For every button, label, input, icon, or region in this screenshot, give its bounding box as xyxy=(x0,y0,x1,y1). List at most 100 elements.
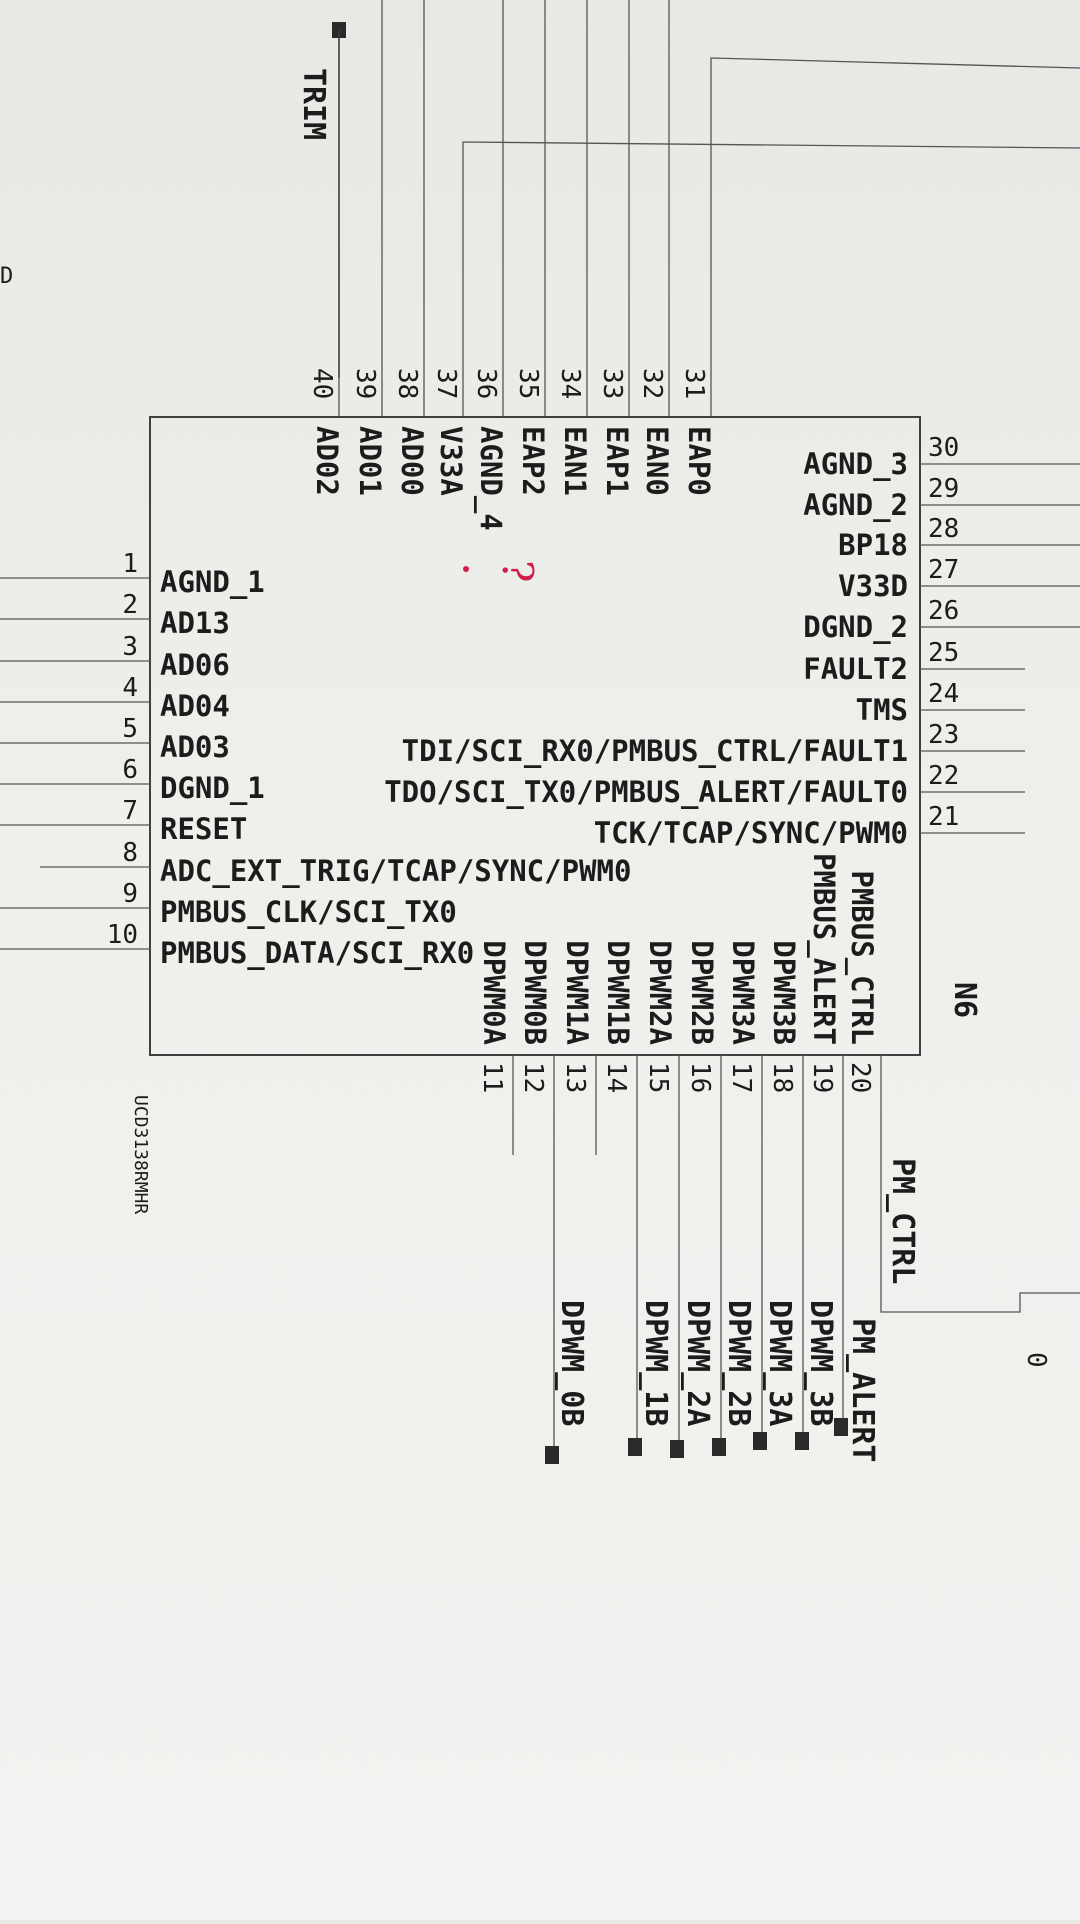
pin-4-name-ad04: AD04 xyxy=(160,689,230,723)
pin-17-name-dpwm3a: DPWM3A xyxy=(726,940,760,1045)
dpwm-2b-net-label: DPWM_2B xyxy=(721,1300,756,1426)
pin-39-name-ad01: AD01 xyxy=(353,426,387,496)
pin-15-name-dpwm2a: DPWM2A xyxy=(643,940,677,1045)
pin-13-number: 13 xyxy=(560,1062,590,1093)
pin-15-number: 15 xyxy=(643,1062,673,1093)
pm-alert-terminal xyxy=(834,1418,848,1436)
pin-23-number: 23 xyxy=(928,720,959,750)
pin-40-number: 40 xyxy=(307,368,337,399)
pin-32-number: 32 xyxy=(637,368,667,399)
pin-19-number: 19 xyxy=(807,1062,837,1093)
pin-22-name-tdo-sci-tx0-pmbus-alert-fault0: TDO/SCI_TX0/PMBUS_ALERT/FAULT0 xyxy=(384,775,908,809)
pin-12-number: 12 xyxy=(518,1062,548,1093)
pin-18-number: 18 xyxy=(767,1062,797,1093)
pin-5-number: 5 xyxy=(122,714,138,744)
pin-9-number: 9 xyxy=(122,879,138,909)
dpwm-3b-net-label: DPWM_3B xyxy=(803,1300,838,1426)
pin-14-number: 14 xyxy=(601,1062,631,1093)
pin-28-name-bp18: BP18 xyxy=(838,528,908,562)
pin-40-name-ad02: AD02 xyxy=(310,426,344,496)
component-part-number: UCD3138RMHR xyxy=(130,1095,151,1214)
pm-alert-net-label: PM_ALERT xyxy=(845,1318,880,1463)
pin-1-name-agnd-1: AGND_1 xyxy=(160,565,265,599)
pin-20-name-pmbus-ctrl: PMBUS_CTRL xyxy=(845,870,879,1045)
pin-37-name-v33a: V33A xyxy=(434,426,468,496)
dpwm-1b-net-label: DPWM_1B xyxy=(638,1300,673,1426)
pm-ctrl-net: PM_CTRL 0 xyxy=(880,1055,1080,1368)
pin-8-number: 8 xyxy=(122,838,138,868)
pin-13-name-dpwm1a: DPWM1A xyxy=(560,940,594,1045)
pin-38-name-ad00: AD00 xyxy=(395,426,429,496)
pin-21-name-tck-tcap-sync-pwm0: TCK/TCAP/SYNC/PWM0 xyxy=(594,816,908,850)
pin-12-name-dpwm0b: DPWM0B xyxy=(518,940,552,1045)
pin-2-name-ad13: AD13 xyxy=(160,606,230,640)
pin-19-name-pmbus-alert: PMBUS_ALERT xyxy=(807,853,841,1045)
pin-11-number: 11 xyxy=(477,1062,507,1093)
pin-16-number: 16 xyxy=(685,1062,715,1093)
pin-5-name-ad03: AD03 xyxy=(160,730,230,764)
pin-32-name-ean0: EAN0 xyxy=(640,426,674,496)
pin-21-number: 21 xyxy=(928,802,959,832)
pin-10-name-pmbus-data-sci-rx0: PMBUS_DATA/SCI_RX0 xyxy=(160,936,474,970)
dpwm-2b-terminal xyxy=(712,1438,726,1456)
pin-1-number: 1 xyxy=(122,549,138,579)
trim-net: TRIM xyxy=(296,22,346,378)
pin-24-number: 24 xyxy=(928,679,959,709)
zero-label: 0 xyxy=(1021,1352,1051,1368)
dpwm-0b-net-label: DPWM_0B xyxy=(554,1300,589,1426)
pin-25-number: 25 xyxy=(928,638,959,668)
pin-4-number: 4 xyxy=(122,673,138,703)
component-designator: N6 xyxy=(947,982,982,1018)
pin-24-name-tms: TMS xyxy=(856,693,908,727)
pin-8-name-adc-ext-trig-tcap-sync-pwm0: ADC_EXT_TRIG/TCAP/SYNC/PWM0 xyxy=(160,854,631,888)
pin-35-number: 35 xyxy=(513,368,543,399)
pin-27-number: 27 xyxy=(928,555,959,585)
pins-layer: 1AGND_12AD133AD064AD045AD036DGND_17RESET… xyxy=(0,368,1080,1450)
pin-17-number: 17 xyxy=(726,1062,756,1093)
pin-35-name-eap2: EAP2 xyxy=(516,426,550,496)
dpwm-3a-net-label: DPWM_3A xyxy=(762,1300,797,1426)
bottom-net-labels: PM_ALERT DPWM_3B DPWM_3A DPWM_2B DPWM_2A… xyxy=(554,1300,880,1463)
pin-16-name-dpwm2b: DPWM2B xyxy=(685,940,719,1045)
pin-36-number: 36 xyxy=(471,368,501,399)
pin-11-name-dpwm0a: DPWM0A xyxy=(477,940,511,1045)
pin-30-number: 30 xyxy=(928,433,959,463)
pin-37-number: 37 xyxy=(431,368,461,399)
left-edge-fragment: D xyxy=(0,264,13,289)
pin-29-name-agnd-2: AGND_2 xyxy=(803,488,908,522)
pin-20-number: 20 xyxy=(845,1062,875,1093)
pin-29-number: 29 xyxy=(928,474,959,504)
dpwm-3b-terminal xyxy=(795,1432,809,1450)
pin-18-name-dpwm3b: DPWM3B xyxy=(767,940,801,1045)
pin-6-number: 6 xyxy=(122,755,138,785)
pm-ctrl-net-label: PM_CTRL xyxy=(885,1158,920,1284)
pin-31-name-eap0: EAP0 xyxy=(682,426,716,496)
pin-27-name-v33d: V33D xyxy=(838,569,908,603)
pin-33-number: 33 xyxy=(597,368,627,399)
pin-23-name-tdi-sci-rx0-pmbus-ctrl-fault1: TDI/SCI_RX0/PMBUS_CTRL/FAULT1 xyxy=(402,734,908,768)
dpwm-3a-terminal xyxy=(753,1432,767,1450)
trim-net-label: TRIM xyxy=(296,68,331,140)
dpwm-2a-terminal xyxy=(670,1440,684,1458)
pin-3-name-ad06: AD06 xyxy=(160,648,230,682)
pin-30-name-agnd-3: AGND_3 xyxy=(803,447,908,481)
pin-36-name-agnd-4: AGND_4 xyxy=(474,426,508,531)
pin-22-number: 22 xyxy=(928,761,959,791)
pin-34-number: 34 xyxy=(555,368,585,399)
dpwm-2a-net-label: DPWM_2A xyxy=(680,1300,715,1426)
pin-26-name-dgnd-2: DGND_2 xyxy=(803,610,908,644)
pin-7-name-reset: RESET xyxy=(160,812,247,846)
pin-14-name-dpwm1b: DPWM1B xyxy=(601,940,635,1045)
pin-33-name-eap1: EAP1 xyxy=(600,426,634,496)
top-net-wires xyxy=(381,0,1080,378)
ic-body-outline xyxy=(149,416,921,1056)
pin-3-number: 3 xyxy=(122,632,138,662)
pin-6-name-dgnd-1: DGND_1 xyxy=(160,771,265,805)
pin-9-name-pmbus-clk-sci-tx0: PMBUS_CLK/SCI_TX0 xyxy=(160,895,457,929)
dpwm-1b-terminal xyxy=(628,1438,642,1456)
pin-10-number: 10 xyxy=(107,920,138,950)
pin-26-number: 26 xyxy=(928,596,959,626)
pin-25-name-fault2: FAULT2 xyxy=(803,652,908,686)
